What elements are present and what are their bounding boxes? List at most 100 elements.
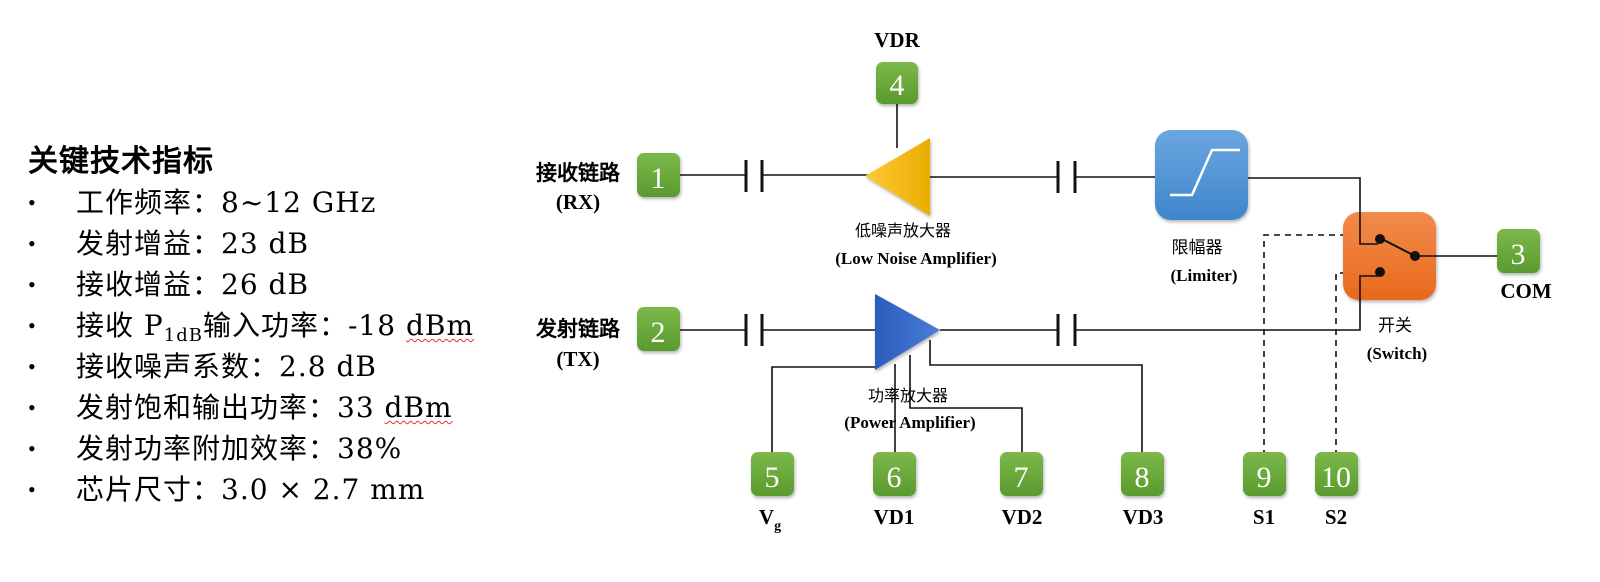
spec-value: 26 dB <box>221 268 310 301</box>
spec-value: 23 dB <box>221 227 310 260</box>
bullet: • <box>28 354 36 379</box>
rx-chain-label-en: (RX) <box>556 190 600 214</box>
spec-value: 3.0 × 2.7 mm <box>221 473 426 506</box>
wire-vg <box>771 366 878 452</box>
switch-block <box>1343 212 1436 300</box>
pa-label-en: (Power Amplifier) <box>844 413 975 432</box>
spec-value: -18 <box>347 309 406 342</box>
switch-contact-dot <box>1410 251 1420 261</box>
spec-item-rx-p1db: • 接收 P1dB输入功率：-18 dBm <box>28 305 473 346</box>
spec-value: 8~12 GHz <box>221 186 377 219</box>
pin-number: 9 <box>1257 461 1272 494</box>
pin-name: Vg <box>759 505 781 534</box>
spec-label: 接收增益： <box>76 268 222 301</box>
pin-name: COM <box>1500 279 1552 303</box>
pin-number: 10 <box>1321 461 1351 494</box>
pin-10: 10 S2 <box>1315 452 1358 529</box>
spec-value: 2.8 dB <box>279 350 377 383</box>
pin-pad <box>637 153 680 197</box>
spec-item-frequency: • 工作频率：8~12 GHz <box>28 182 375 223</box>
pin-pad <box>751 452 794 496</box>
spec-item-chip-size: • 芯片尺寸：3.0 × 2.7 mm <box>28 469 424 510</box>
bullet: • <box>28 231 36 256</box>
spec-value: 33 <box>337 391 385 424</box>
pin-6: 6 VD1 <box>873 452 916 529</box>
pin-name-main: V <box>759 505 774 529</box>
pin-2: 2 <box>637 307 680 351</box>
pin-name: S2 <box>1325 505 1347 529</box>
pin-name: VDR <box>874 28 920 52</box>
spec-label: 接收噪声系数： <box>76 350 280 383</box>
lna-label-en: (Low Noise Amplifier) <box>835 249 996 268</box>
pin-number: 8 <box>1135 461 1150 494</box>
specs-panel: 关键技术指标 • 工作频率：8~12 GHz • 发射增益：23 dB • 接收… <box>28 136 473 510</box>
spec-item-noise-figure: • 接收噪声系数：2.8 dB <box>28 346 376 387</box>
spec-label-subscript: 1dB <box>163 325 203 346</box>
pin-1: 1 <box>637 153 680 197</box>
bullet: • <box>28 436 36 461</box>
control-line-s1 <box>1263 234 1346 452</box>
lna-amplifier-icon <box>865 138 930 216</box>
pin-number: 5 <box>765 461 780 494</box>
switch-label-en: (Switch) <box>1367 344 1427 363</box>
spec-item-tx-psat: • 发射饱和输出功率：33 dBm <box>28 387 452 428</box>
bullet: • <box>28 477 36 502</box>
tx-chain-label-cn: 发射链路 <box>535 317 621 341</box>
pin-pad <box>1121 452 1164 496</box>
pin-number: 7 <box>1014 461 1029 494</box>
pa-label-cn: 功率放大器 <box>868 386 948 405</box>
pin-9: 9 S1 <box>1243 452 1286 529</box>
spec-label: 芯片尺寸： <box>76 473 222 506</box>
pin-4: VDR 4 <box>874 28 921 104</box>
spec-value: 38% <box>337 432 403 465</box>
control-line-s2 <box>1335 272 1346 452</box>
bullet: • <box>28 395 36 420</box>
pin-pad <box>1497 229 1540 273</box>
switch-arm-icon <box>1379 237 1416 257</box>
pin-8: 8 VD3 <box>1121 452 1164 529</box>
wire <box>1359 212 1378 245</box>
pin-pad <box>876 62 918 104</box>
pin-pad <box>637 307 680 351</box>
switch-label-cn: 开关 <box>1378 316 1412 336</box>
pin-5: 5 Vg <box>751 452 794 534</box>
pin-pad <box>1315 452 1358 496</box>
pin-name: S1 <box>1253 505 1275 529</box>
spec-item-rx-gain: • 接收增益：26 dB <box>28 264 308 305</box>
control-lines <box>1263 234 1346 452</box>
bullet: • <box>28 190 36 215</box>
wire <box>1359 275 1378 300</box>
rx-chain-label-cn: 接收链路 <box>536 161 621 185</box>
spec-unit: dBm <box>384 391 453 424</box>
limiter-label-en: (Limiter) <box>1170 266 1237 285</box>
spec-item-pae: • 发射功率附加效率：38% <box>28 428 401 469</box>
spec-label: 输入功率： <box>202 309 348 342</box>
pin-number: 2 <box>651 316 666 349</box>
tx-chain-label-en: (TX) <box>556 347 599 371</box>
lna-label-cn: 低噪声放大器 <box>855 221 951 240</box>
pa-amplifier-icon <box>875 294 940 370</box>
wire-vd3 <box>929 340 1143 452</box>
capacitors <box>744 160 1077 346</box>
pin-number: 3 <box>1511 238 1526 271</box>
pin-pad <box>1000 452 1043 496</box>
bullet: • <box>28 272 36 297</box>
pin-number: 6 <box>887 461 902 494</box>
switch-contact-dot <box>1375 234 1385 244</box>
spec-label: 发射功率附加效率： <box>76 432 338 465</box>
pin-3: 3 COM <box>1497 229 1552 303</box>
pin-name: VD3 <box>1123 505 1164 529</box>
pin-name: VD1 <box>874 505 915 529</box>
limiter-label-cn: 限幅器 <box>1172 238 1223 258</box>
limiter-curve-icon <box>1170 148 1240 197</box>
bullet: • <box>28 313 36 338</box>
pin-number: 1 <box>651 162 666 195</box>
pin-7: 7 VD2 <box>1000 452 1043 529</box>
pin-pad <box>1243 452 1286 496</box>
spec-label: 发射饱和输出功率： <box>76 391 338 424</box>
spec-unit: dBm <box>405 309 475 342</box>
spec-label: 工作频率： <box>76 186 222 219</box>
pin-number: 4 <box>890 69 905 102</box>
switch-contacts <box>1359 212 1436 300</box>
